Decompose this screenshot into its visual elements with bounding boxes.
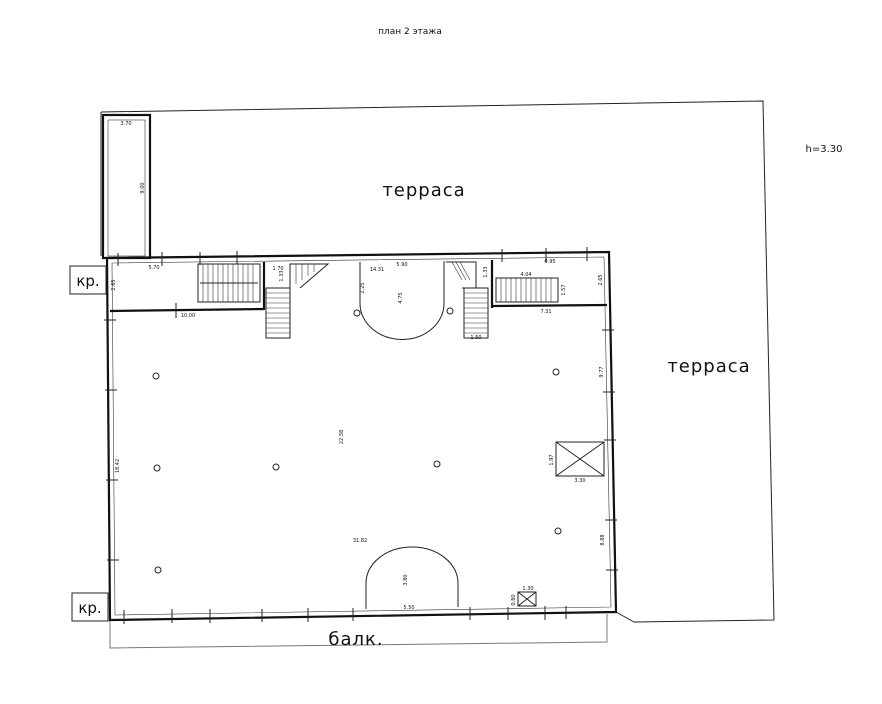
top-wall-windows — [117, 247, 588, 266]
lift-shaft — [555, 441, 605, 477]
balcony-outline — [109, 614, 608, 649]
dim-22-38: 22.38 — [339, 430, 345, 444]
right-staircase — [446, 260, 559, 339]
left-wall-windows — [104, 319, 119, 561]
plan-title: план 2 этажа — [378, 27, 442, 37]
column — [446, 307, 454, 315]
dim-10-00: 10.00 — [181, 313, 195, 319]
central-top-bay — [359, 261, 445, 340]
dim-14-31: 14.31 — [370, 267, 384, 273]
porch-top-label: кр. — [76, 272, 99, 290]
dim-1-50: 1.50 — [470, 335, 481, 341]
porch-top — [69, 265, 107, 295]
terrace-outline — [100, 100, 775, 623]
column — [272, 463, 280, 471]
left-room-partition — [109, 307, 265, 313]
terrace-top-label: терраса — [382, 180, 465, 201]
column — [353, 309, 361, 317]
dim-5-70: 5.70 — [148, 265, 159, 271]
small-shaft — [517, 591, 537, 607]
dim-4-75: 4.75 — [398, 292, 404, 303]
dim-1-33-left: 1.33 — [279, 270, 285, 281]
ceiling-height-note: h=3.30 — [806, 144, 843, 155]
column — [433, 460, 441, 468]
porch-bottom-label: кр. — [78, 599, 101, 617]
tower-room-inner — [107, 119, 146, 257]
dim-2-65-left: 2.65 — [111, 279, 117, 290]
column — [154, 566, 162, 574]
main-walls-inner — [111, 256, 612, 616]
dim-7-31: 7.31 — [540, 309, 551, 315]
dim-0-80: 0.80 — [511, 594, 517, 605]
column — [554, 527, 562, 535]
bottom-wall-windows — [123, 606, 567, 624]
right-wall-windows — [602, 329, 618, 571]
right-room-partition — [491, 303, 608, 308]
dim-1-30: 1.30 — [522, 586, 533, 592]
porch-bottom — [71, 592, 109, 622]
dim-31-82: 31.82 — [353, 538, 367, 544]
dim-5-90: 5.90 — [396, 262, 407, 268]
dim-5-50: 5.50 — [403, 605, 414, 611]
dim-2-25: 2.25 — [360, 282, 366, 293]
dim-2-65-right: 2.65 — [598, 274, 604, 285]
dim-9-77: 9.77 — [599, 366, 605, 377]
dim-18-42: 18.42 — [115, 459, 121, 473]
column — [152, 372, 160, 380]
dim-3-30: 3.30 — [574, 478, 585, 484]
dim-3-80: 3.80 — [403, 574, 409, 585]
dim-1-70: 1.70 — [272, 266, 283, 272]
dim-8-88: 8.88 — [600, 534, 606, 545]
column — [552, 368, 560, 376]
dim-1-57: 1.57 — [561, 284, 567, 295]
dim-4-04: 4.04 — [520, 272, 531, 278]
columns — [152, 307, 562, 574]
dim-1-97: 1.97 — [549, 454, 555, 465]
central-bottom-bay — [365, 546, 459, 609]
dim-0-95: 0.95 — [544, 259, 555, 265]
dim-tower-length: 9.00 — [140, 182, 146, 193]
terrace-right-label: терраса — [667, 356, 750, 377]
dim-1-33-right: 1.33 — [483, 266, 489, 277]
main-walls-outer — [105, 250, 618, 622]
left-staircase — [197, 262, 330, 339]
column — [153, 464, 161, 472]
balcony-label: балк. — [328, 629, 383, 650]
dim-tower-width: 3.70 — [120, 121, 131, 127]
